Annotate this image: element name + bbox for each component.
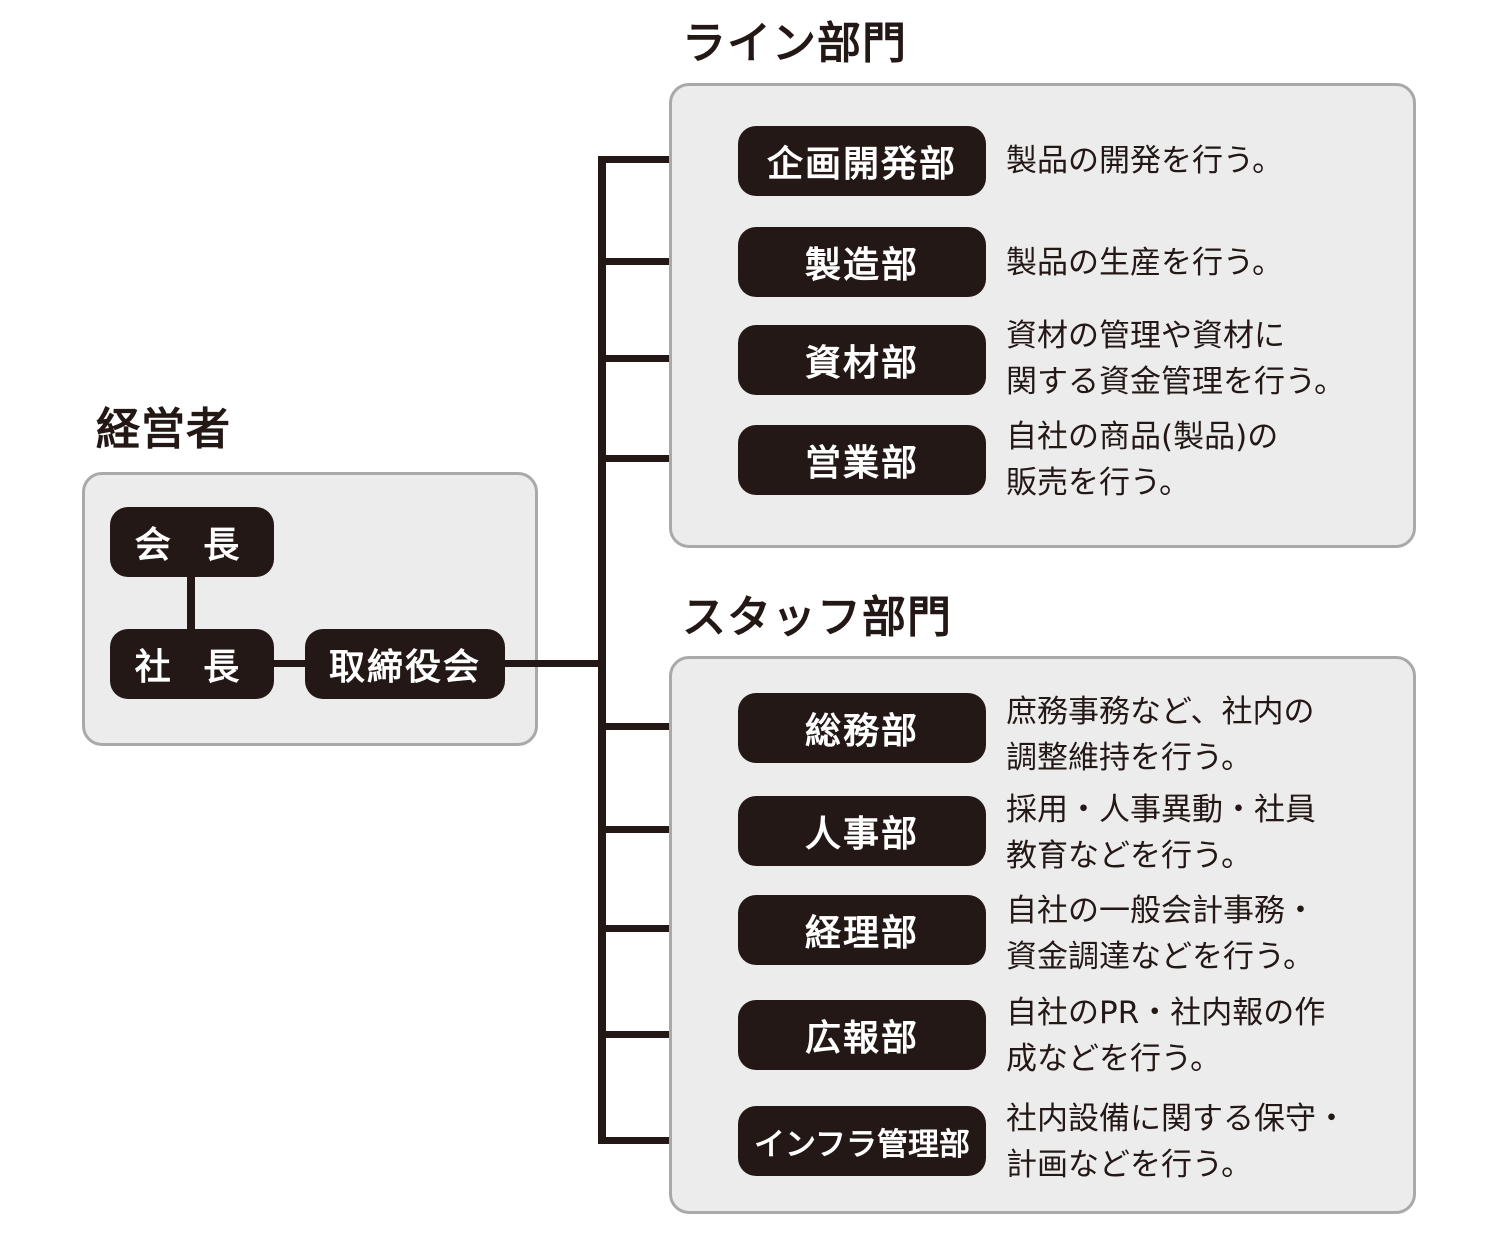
chairman-president-connector (187, 572, 195, 634)
dept-desc-general-affairs: 庶務事務など、社内の 調整維持を行う。 (1006, 694, 1315, 776)
dept-box-hr: 人事部 (738, 796, 986, 866)
management-title: 経営者 (96, 404, 231, 455)
president-board-connector (270, 660, 310, 667)
dept-desc-materials: 資材の管理や資材に 関する資金管理を行う。 (1006, 318, 1346, 400)
dept-box-planning: 企画開発部 (738, 126, 986, 196)
dept-box-manufacturing: 製造部 (738, 227, 986, 297)
dept-desc-accounting: 自社の一般会計事務・ 資金調達などを行う。 (1006, 893, 1316, 975)
dept-desc-hr: 採用・人事異動・社員 教育などを行う。 (1006, 792, 1316, 874)
dept-desc-pr: 自社のPR・社内報の作 成などを行う。 (1006, 995, 1326, 1077)
dept-box-accounting: 経理部 (738, 895, 986, 965)
dept-box-pr: 広報部 (738, 1000, 986, 1070)
chairman-box: 会 長 (110, 507, 274, 577)
dept-box-materials: 資材部 (738, 325, 986, 395)
dept-desc-manufacturing: 製品の生産を行う。 (1006, 245, 1284, 281)
president-box: 社 長 (110, 629, 274, 699)
vertical-trunk-line (598, 156, 606, 1144)
dept-box-general-affairs: 総務部 (738, 693, 986, 763)
board-box: 取締役会 (305, 629, 505, 699)
line-dept-title: ライン部門 (682, 18, 907, 69)
dept-desc-planning: 製品の開発を行う。 (1006, 143, 1284, 179)
dept-box-sales: 営業部 (738, 425, 986, 495)
staff-dept-title: スタッフ部門 (682, 592, 952, 643)
dept-desc-infrastructure: 社内設備に関する保守・ 計画などを行う。 (1006, 1101, 1347, 1183)
dept-desc-sales: 自社の商品(製品)の 販売を行う。 (1006, 419, 1279, 501)
dept-box-infrastructure: インフラ管理部 (738, 1106, 986, 1176)
board-trunk-connector (502, 660, 606, 667)
